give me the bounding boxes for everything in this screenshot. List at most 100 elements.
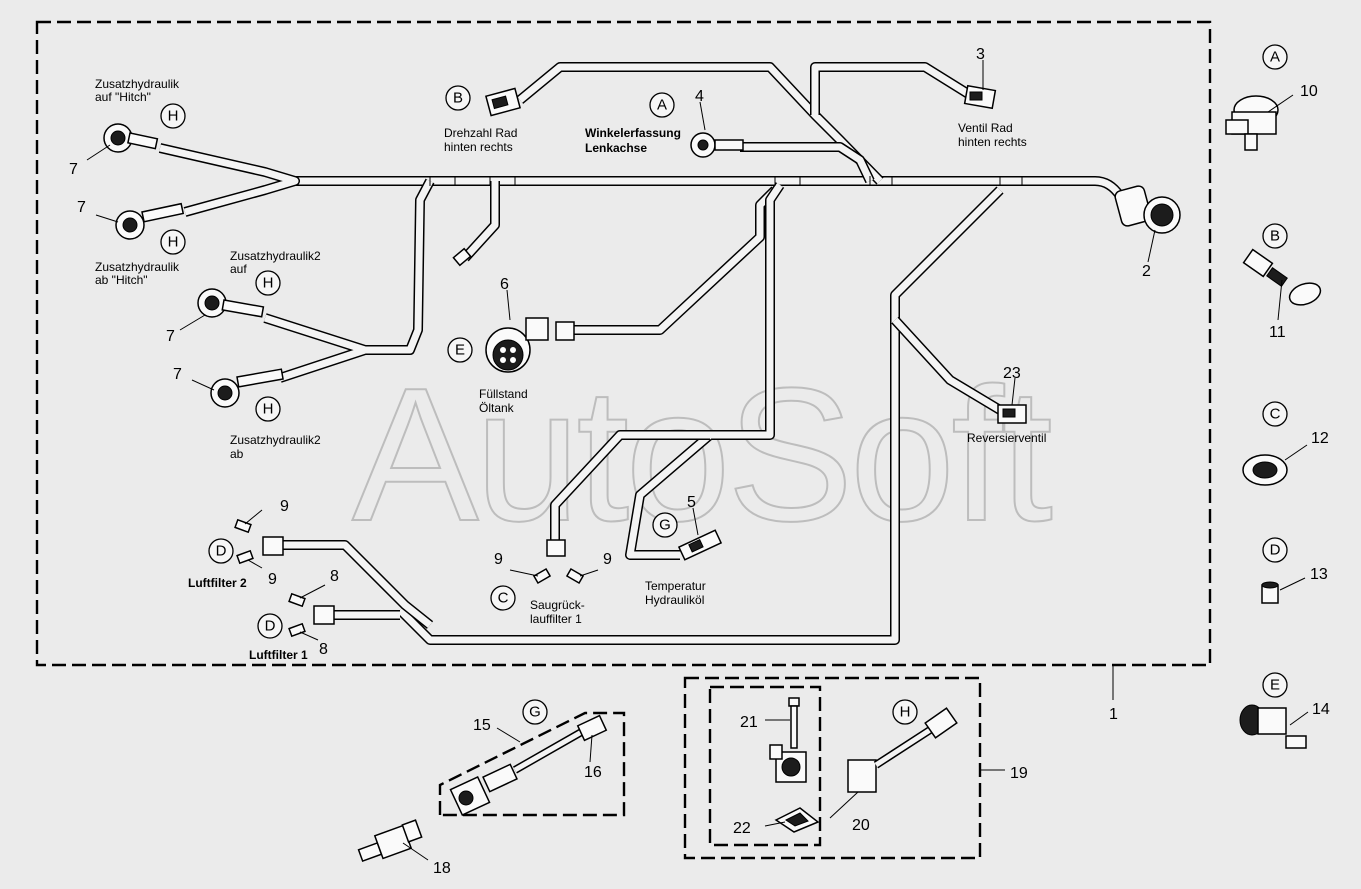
svg-text:ab "Hitch": ab "Hitch"	[95, 273, 148, 287]
connector-2-main-plug	[1114, 185, 1181, 234]
svg-text:9: 9	[268, 571, 277, 588]
svg-text:18: 18	[433, 860, 451, 877]
svg-text:Winkelerfassung: Winkelerfassung	[585, 126, 681, 140]
svg-text:11: 11	[1269, 324, 1286, 341]
svg-text:Öltank: Öltank	[479, 401, 515, 415]
svg-text:12: 12	[1311, 430, 1329, 447]
harness-frame	[35, 20, 1212, 667]
svg-text:7: 7	[77, 199, 86, 216]
svg-text:22: 22	[733, 820, 751, 837]
svg-text:16: 16	[584, 764, 602, 781]
connector-b-drehzahl	[485, 87, 521, 117]
svg-text:H: H	[263, 401, 274, 418]
svg-text:Zusatzhydraulik: Zusatzhydraulik	[95, 260, 180, 274]
connector-saug-junction	[546, 539, 566, 557]
connector-7-hitch-ab	[115, 202, 185, 240]
svg-text:auf "Hitch": auf "Hitch"	[95, 90, 151, 104]
svg-text:Reversierventil: Reversierventil	[967, 431, 1046, 445]
part-numbers: 1 2 3 4 5 6 7 7 7 7 8 8 9 9 9 9 10 11 12…	[69, 46, 1330, 877]
svg-text:23: 23	[1003, 365, 1021, 382]
svg-text:B: B	[453, 90, 463, 107]
svg-text:C: C	[498, 590, 509, 607]
part-18-sensor	[357, 819, 423, 863]
plug-open-end	[452, 247, 472, 267]
connector-4-winkel	[690, 132, 744, 158]
svg-text:21: 21	[740, 714, 758, 731]
part-14-sensor	[1239, 704, 1307, 749]
part-15-cable	[449, 714, 608, 817]
svg-text:9: 9	[280, 498, 289, 515]
svg-text:Lenkachse: Lenkachse	[585, 141, 647, 155]
svg-text:8: 8	[319, 641, 328, 658]
kit-frame-19	[683, 676, 982, 860]
terminals	[234, 518, 585, 638]
svg-text:Luftfilter 1: Luftfilter 1	[249, 648, 308, 662]
svg-text:9: 9	[494, 551, 503, 568]
svg-text:19: 19	[1010, 765, 1028, 782]
labels: Zusatzhydraulik auf "Hitch" Zusatzhydrau…	[95, 77, 1046, 662]
connector-3-ventil	[963, 84, 997, 110]
svg-text:A: A	[657, 97, 667, 114]
svg-text:10: 10	[1300, 83, 1318, 100]
svg-text:9: 9	[603, 551, 612, 568]
svg-text:7: 7	[69, 161, 78, 178]
svg-text:2: 2	[1142, 263, 1151, 280]
connector-6-fuellstand	[485, 317, 575, 373]
svg-text:4: 4	[695, 88, 704, 105]
svg-text:15: 15	[473, 717, 491, 734]
svg-text:E: E	[1270, 677, 1280, 694]
kit-frame-21-22	[708, 685, 822, 847]
svg-text:lauffilter 1: lauffilter 1	[530, 612, 582, 626]
svg-text:C: C	[1270, 406, 1281, 423]
svg-text:Temperatur: Temperatur	[645, 579, 706, 593]
svg-text:B: B	[1270, 228, 1280, 245]
svg-text:H: H	[900, 704, 911, 721]
connector-luft1-junction	[313, 605, 335, 625]
svg-text:3: 3	[976, 46, 985, 63]
part-13-cap	[1261, 581, 1279, 604]
svg-text:G: G	[529, 704, 541, 721]
part-20-coil-a	[769, 744, 807, 783]
part-11-sensor	[1242, 248, 1322, 306]
svg-text:hinten rechts: hinten rechts	[958, 135, 1027, 149]
svg-text:E: E	[455, 342, 465, 359]
svg-text:6: 6	[500, 276, 509, 293]
svg-text:G: G	[659, 517, 671, 534]
svg-text:H: H	[263, 275, 274, 292]
part-20-coil-h	[847, 707, 958, 793]
svg-text:5: 5	[687, 494, 696, 511]
svg-text:1: 1	[1109, 706, 1118, 723]
svg-text:ab: ab	[230, 447, 244, 461]
connector-5-temperatur	[677, 529, 723, 561]
svg-text:D: D	[1270, 542, 1281, 559]
svg-text:7: 7	[173, 366, 182, 383]
svg-text:14: 14	[1312, 701, 1330, 718]
connector-7-zus2-ab	[210, 368, 284, 408]
part-22-gasket	[774, 807, 820, 833]
svg-text:8: 8	[330, 568, 339, 585]
svg-text:7: 7	[166, 328, 175, 345]
svg-text:Ventil Rad: Ventil Rad	[958, 121, 1013, 135]
svg-text:H: H	[168, 108, 179, 125]
svg-text:Füllstand: Füllstand	[479, 387, 528, 401]
svg-text:A: A	[1270, 49, 1280, 66]
connector-luft2-junction	[262, 536, 284, 556]
svg-text:Saugrück-: Saugrück-	[530, 598, 585, 612]
svg-text:D: D	[216, 543, 227, 560]
part-21-bolt	[788, 697, 800, 749]
leader-lines	[86, 60, 1309, 861]
svg-text:Drehzahl Rad: Drehzahl Rad	[444, 126, 517, 140]
svg-text:Zusatzhydraulik: Zusatzhydraulik	[95, 77, 180, 91]
svg-text:Zusatzhydraulik2: Zusatzhydraulik2	[230, 249, 321, 263]
circle-callouts: H H H H B A E G C D D A B C D E G H	[160, 44, 1288, 725]
svg-text:auf: auf	[230, 262, 247, 276]
connector-23-reversier	[997, 404, 1027, 424]
svg-text:D: D	[265, 618, 276, 635]
svg-text:20: 20	[852, 817, 870, 834]
connector-7-hitch-auf	[103, 123, 159, 153]
svg-text:Hydrauliköl: Hydrauliköl	[645, 593, 704, 607]
svg-text:Zusatzhydraulik2: Zusatzhydraulik2	[230, 433, 321, 447]
svg-text:Luftfilter 2: Luftfilter 2	[188, 576, 247, 590]
